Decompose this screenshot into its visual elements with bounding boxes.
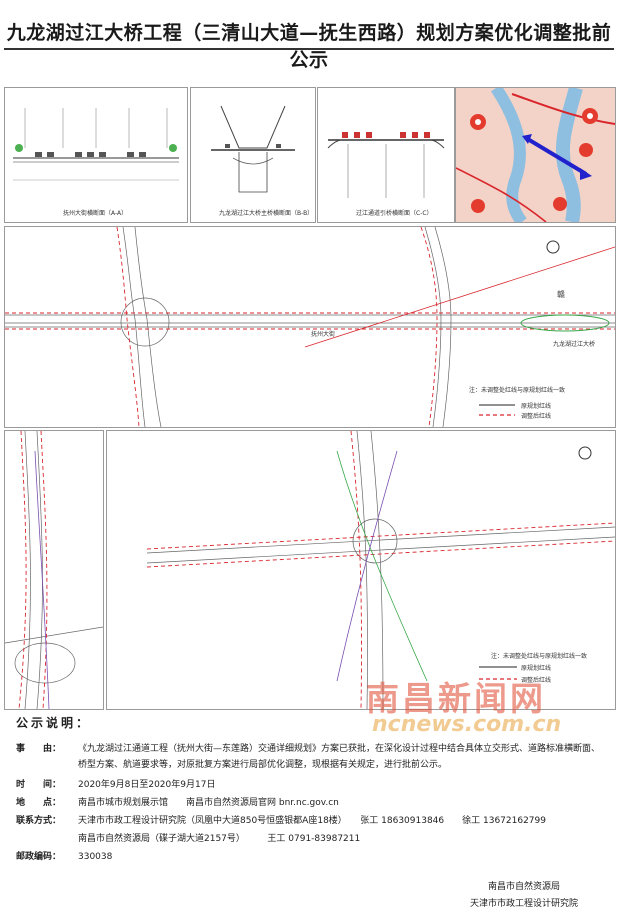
section-c-c-caption: 过江通道引桥横断面（C-C） — [356, 210, 433, 217]
notice-time-row: 时 间： 2020年9月8日至2020年9月17日 — [0, 778, 618, 792]
page-title: 九龙湖过江大桥工程（三清山大道—抚生西路）规划方案优化调整批前公示 — [6, 22, 612, 71]
map-label-bridge: 九龙湖过江大桥 — [553, 341, 596, 348]
section-a-a-panel: 抚州大街横断面（A-A） — [4, 87, 188, 223]
section-a-a-caption: 抚州大街横断面（A-A） — [63, 210, 128, 217]
legend-adjusted: 调整后红线 — [521, 413, 552, 420]
reason-line1: 《九龙湖过江通道工程（抚州大街—东莲路）交通详细规划》方案已获批，在深化设计过程… — [78, 744, 601, 754]
contact-line1: 天津市市政工程设计研究院（凤凰中大道850号恒盛银都A座18楼） 张工 1863… — [78, 816, 546, 826]
zip-label: 邮政编码： — [16, 852, 62, 862]
notice-contact-row-2: 南昌市自然资源局（碟子湖大道2157号） 王工 0791-83987211 — [0, 832, 618, 846]
plan-view-bottom: 注：未调整处红线与原规划红线一致 原规划红线 调整后红线 — [106, 430, 616, 710]
notice-place-row: 地 点： 南昌市城市规划展示馆 南昌市自然资源局官网 bnr.nc.gov.cn — [0, 796, 618, 810]
place-label: 地 点： — [16, 798, 62, 808]
time-label: 时 间： — [16, 780, 62, 790]
section-c-c-panel: 过江通道引桥横断面（C-C） — [317, 87, 455, 223]
notice-zip-row: 邮政编码： 330038 — [0, 850, 618, 864]
time-value: 2020年9月8日至2020年9月17日 — [78, 780, 216, 790]
section-c-c-drawing — [327, 132, 445, 198]
notice-contact-row: 联系方式： 天津市市政工程设计研究院（凤凰中大道850号恒盛银都A座18楼） 张… — [0, 814, 618, 828]
reason-line2: 桥型方案、航道要求等，对原批复方案进行局部优化调整，现根据有关规定，进行批前公示… — [78, 760, 448, 770]
watermark-brand: 南昌新闻网 — [366, 679, 546, 718]
notice-reason-row-2: 桥型方案、航道要求等，对原批复方案进行局部优化调整，现根据有关规定，进行批前公示… — [0, 758, 618, 772]
section-b-b-panel: 九龙湖过江大桥主桥横断面（B-B） — [190, 87, 316, 223]
contact-label: 联系方式： — [16, 816, 62, 826]
title-divider — [4, 48, 614, 50]
notice-reason-row: 事 由： 《九龙湖过江通道工程（抚州大街—东莲路）交通详细规划》方案已获批，在深… — [0, 742, 618, 756]
map-label-fuzhou: 抚州大街 — [311, 331, 336, 338]
plan-view-top-drawing — [5, 227, 615, 427]
section-a-a-drawing — [13, 108, 179, 181]
location-map — [455, 87, 616, 223]
legend-note-2: 注：未调整处红线与原规划红线一致 — [491, 653, 588, 660]
plan-view-south — [4, 430, 104, 710]
reason-label: 事 由： — [16, 744, 62, 754]
contact-line2: 南昌市自然资源局（碟子湖大道2157号） 王工 0791-83987211 — [78, 834, 361, 844]
map-label-river: 赣 — [557, 290, 565, 299]
legend-original: 原规划红线 — [521, 403, 552, 410]
section-b-b-drawing — [211, 105, 295, 193]
signature-org1: 南昌市自然资源局 — [488, 882, 561, 892]
signature-org2: 天津市市政工程设计研究院 — [470, 899, 579, 909]
location-map-drawing — [456, 88, 615, 222]
legend-adjusted-2: 调整后红线 — [521, 677, 552, 684]
notice-heading: 公示说明： — [16, 716, 92, 730]
section-b-b-caption: 九龙湖过江大桥主桥横断面（B-B） — [219, 210, 314, 217]
legend-original-2: 原规划红线 — [521, 665, 552, 672]
place-value: 南昌市城市规划展示馆 南昌市自然资源局官网 bnr.nc.gov.cn — [78, 798, 339, 808]
plan-view-top: 抚州大街 赣 九龙湖过江大桥 注：未调整处红线与原规划红线一致 原规划红线 调整… — [4, 226, 616, 428]
plan-view-bottom-drawing — [146, 431, 615, 709]
legend-note: 注：未调整处红线与原规划红线一致 — [469, 387, 566, 394]
watermark-url: ncnews.com.cn — [372, 712, 562, 737]
plan-view-south-drawing — [5, 431, 103, 709]
zip-value: 330038 — [78, 852, 113, 862]
